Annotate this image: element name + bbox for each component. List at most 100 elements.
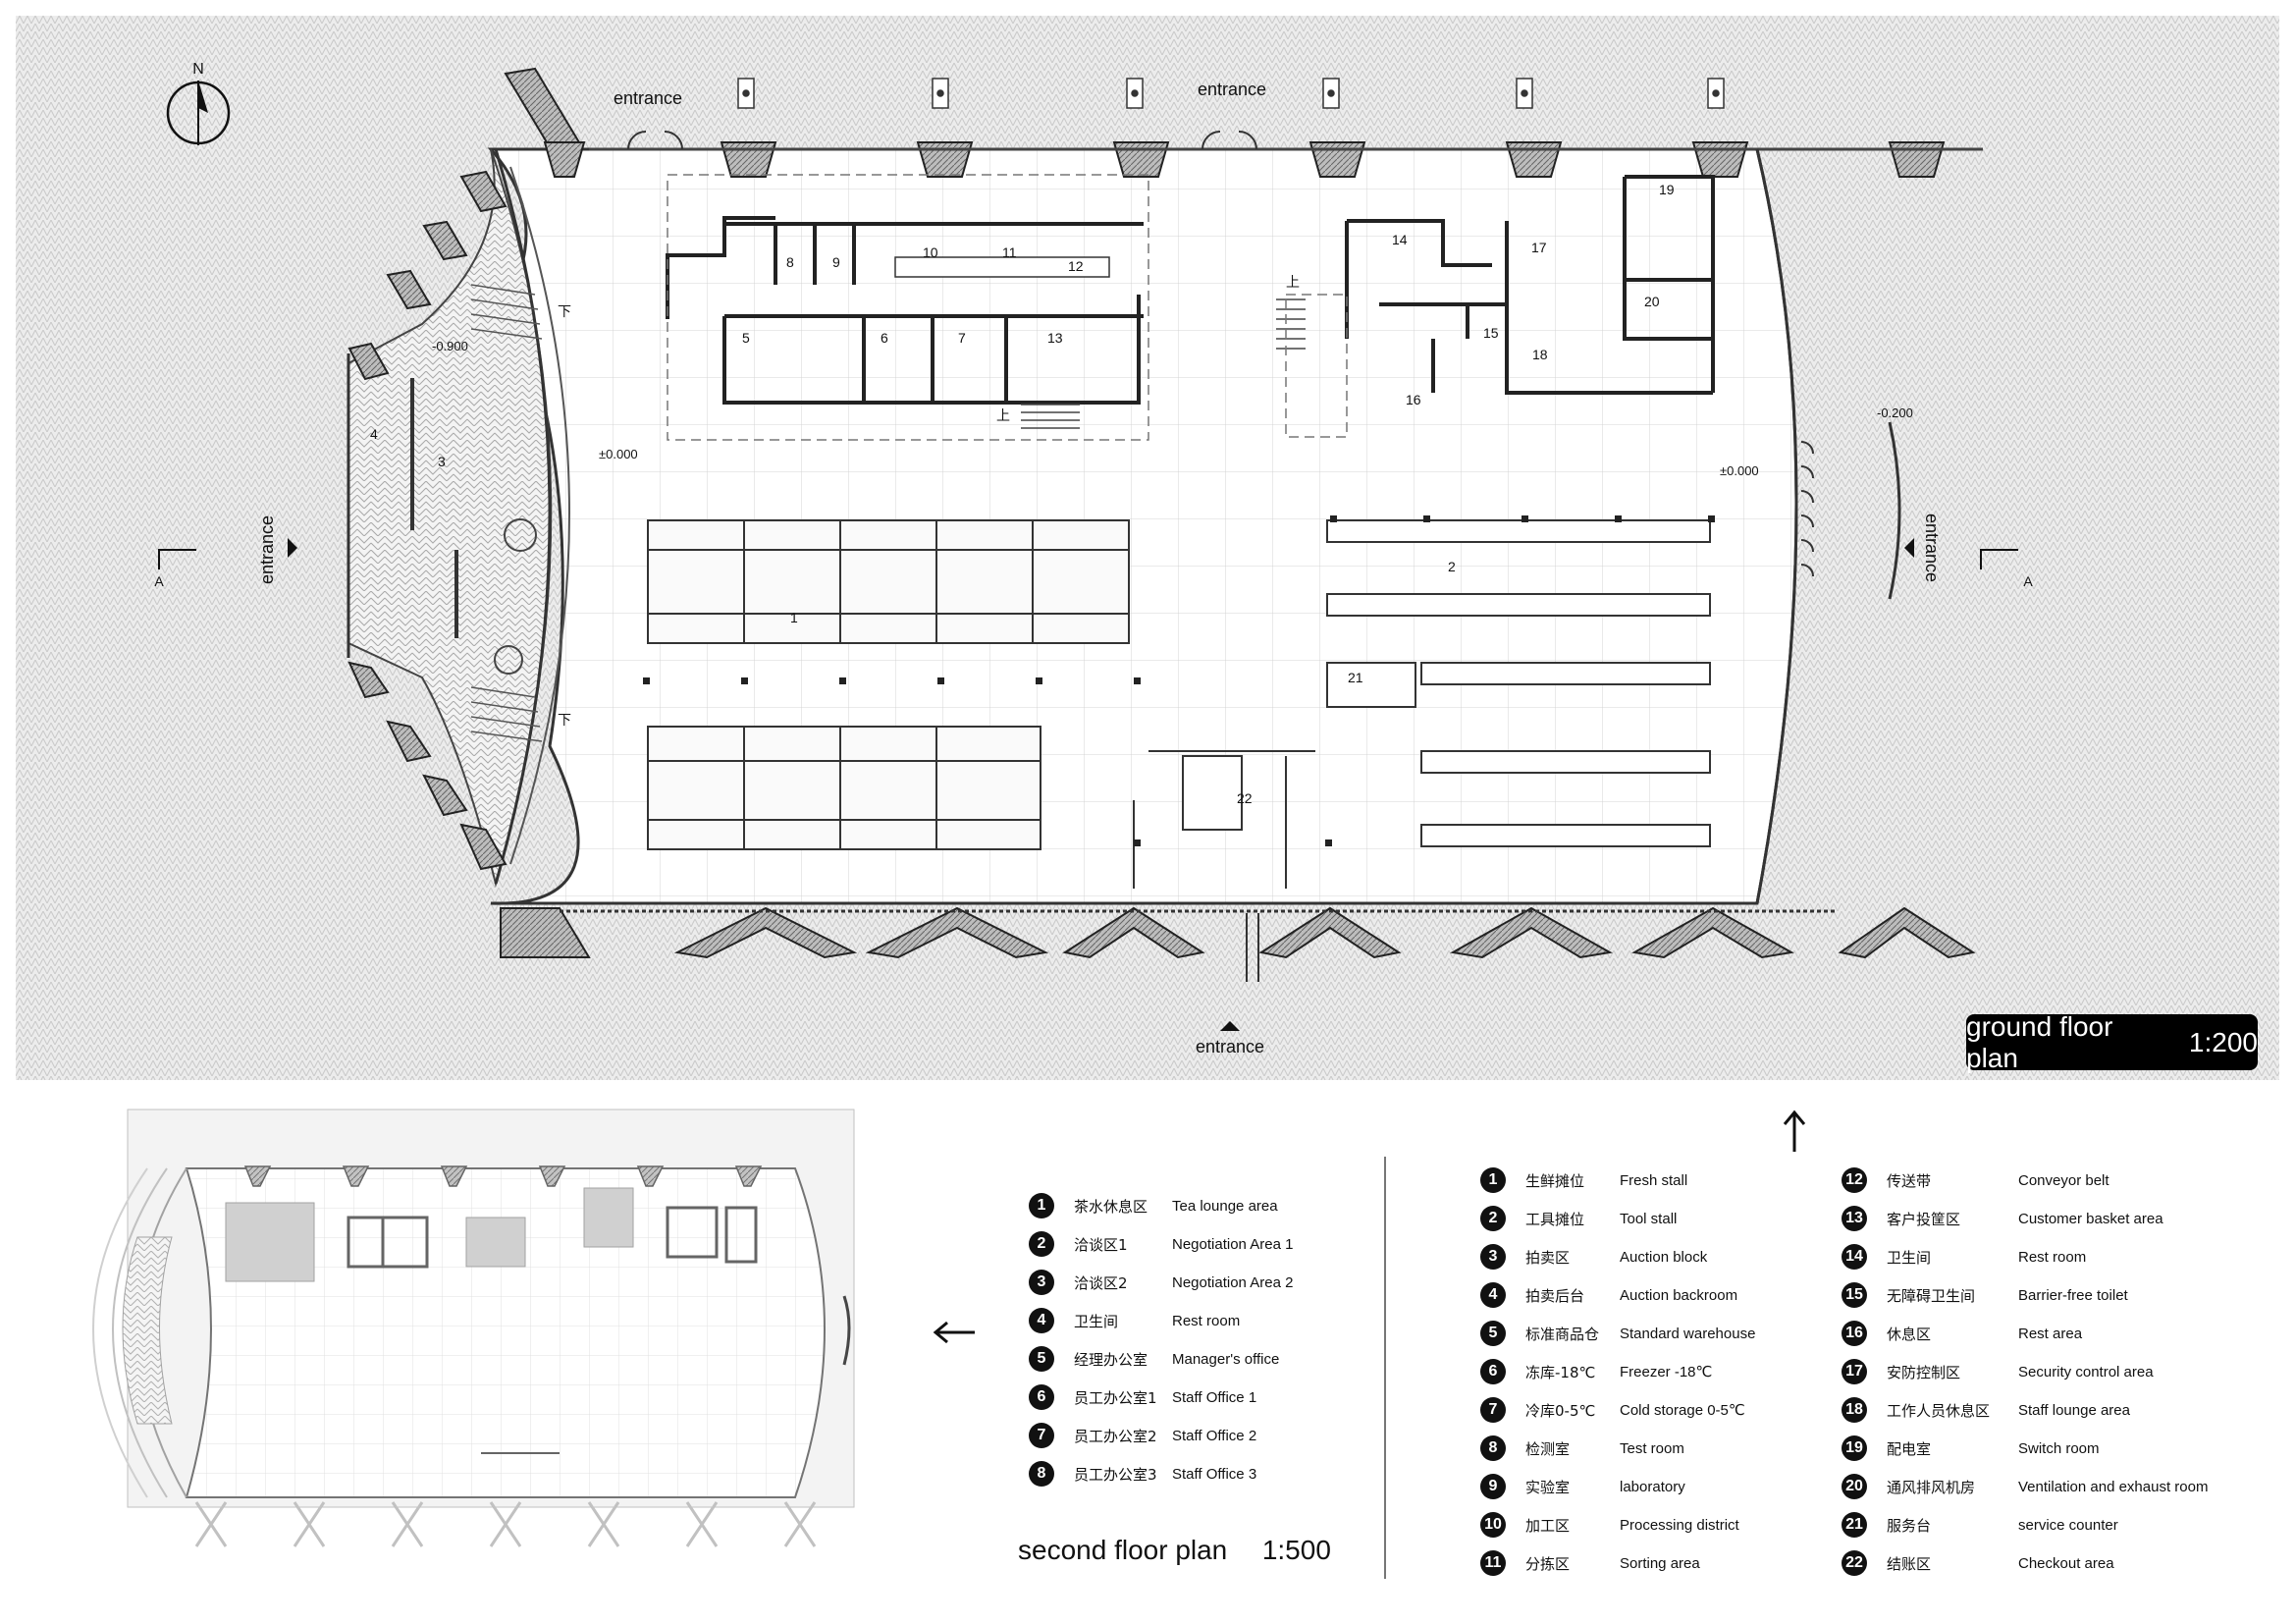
- room-number: 21: [1348, 670, 1363, 685]
- room-number: 12: [1068, 258, 1084, 274]
- legend-label-zh: 通风排风机房: [1887, 1478, 1976, 1496]
- level-mark-3: ±0.000: [1720, 463, 1759, 478]
- legend-label-zh: 实验室: [1525, 1478, 1571, 1496]
- legend-label-zh: 拍卖后台: [1525, 1286, 1585, 1305]
- legend-label-en: service counter: [2018, 1516, 2118, 1534]
- north-label: N: [192, 61, 204, 78]
- legend-number: 4: [1029, 1308, 1054, 1333]
- legend-number: 5: [1480, 1321, 1506, 1346]
- room-number: 3: [438, 454, 446, 469]
- legend-label-en: Standard warehouse: [1620, 1325, 1756, 1342]
- legend-label-en: Freezer -18℃: [1620, 1364, 1713, 1380]
- north-doors: [627, 131, 1257, 150]
- legend-label-en: Auction backroom: [1620, 1286, 1738, 1304]
- level-mark-2: ±0.000: [599, 447, 638, 461]
- room-number: 14: [1392, 232, 1408, 247]
- stairs-up-label-west: 上: [996, 407, 1010, 423]
- legend-item: 20 通风排风机房 Ventilation and exhaust room: [1842, 1472, 2208, 1501]
- ground-floor-title-badge: ground floor plan 1:200: [1966, 1011, 2258, 1073]
- legend-label-zh: 员工办公室2: [1074, 1427, 1157, 1445]
- legend-number: 6: [1480, 1359, 1506, 1384]
- legend-number: 10: [1480, 1512, 1506, 1538]
- dashed-outline: [667, 174, 1149, 441]
- legend-item: 6 冻库-18℃ Freezer -18℃: [1480, 1357, 1712, 1386]
- legend-label-en: Rest area: [2018, 1325, 2083, 1342]
- legend-number: 22: [1842, 1550, 1867, 1576]
- room-number: 17: [1531, 240, 1547, 255]
- legend-label-en: Tea lounge area: [1172, 1197, 1278, 1215]
- legend-label-zh: 洽谈区1: [1074, 1235, 1128, 1254]
- legend-number: 9: [1480, 1474, 1506, 1499]
- legend-label-zh: 工作人员休息区: [1887, 1401, 1991, 1420]
- legend-label-en: Rest room: [2018, 1248, 2087, 1266]
- legend-number: 7: [1480, 1397, 1506, 1423]
- legend-number: 20: [1842, 1474, 1867, 1499]
- entrance-arrow-west: [288, 538, 297, 558]
- entrance-label-south: entrance: [1196, 1037, 1264, 1056]
- legend-label-en: Ventilation and exhaust room: [2018, 1478, 2209, 1495]
- room-number: 8: [786, 254, 794, 270]
- entrance-label-west: entrance: [257, 515, 277, 584]
- legend-label-en: Auction block: [1620, 1248, 1708, 1266]
- room-number: 11: [1002, 244, 1017, 260]
- legend-number: 3: [1029, 1270, 1054, 1295]
- legend-label-zh: 工具摊位: [1525, 1210, 1585, 1228]
- legend-label-zh: 服务台: [1887, 1516, 1932, 1535]
- legend-number: 3: [1480, 1244, 1506, 1270]
- conveyor-belt: [894, 256, 1110, 278]
- north-east-service-block: [1345, 175, 1715, 395]
- room-number: 7: [958, 330, 966, 346]
- north-lamp-posts: [737, 78, 1725, 109]
- legend-label-zh: 传送带: [1887, 1171, 1932, 1190]
- room-number: 10: [923, 244, 938, 260]
- legend-number: 6: [1029, 1384, 1054, 1410]
- legend-label-zh: 配电室: [1887, 1439, 1932, 1458]
- legend-label-en: Cold storage 0-5℃: [1620, 1402, 1745, 1419]
- room-number: 4: [370, 426, 378, 442]
- ground-floor-scale: 1:200: [2188, 1026, 2258, 1057]
- legend-label-zh: 冷库0-5℃: [1525, 1401, 1596, 1420]
- legend-label-en: Staff Office 2: [1172, 1427, 1257, 1444]
- legend-label-en: Fresh stall: [1620, 1171, 1688, 1189]
- legend-label-zh: 安防控制区: [1887, 1363, 1961, 1381]
- room-number: 20: [1644, 294, 1660, 309]
- legend-label-en: Rest room: [1172, 1312, 1241, 1329]
- legend-number: 11: [1480, 1550, 1506, 1576]
- legend-label-zh: 生鲜摊位: [1525, 1171, 1585, 1190]
- legend-label-zh: 冻库-18℃: [1525, 1363, 1596, 1381]
- legend-label-en: Test room: [1620, 1439, 1684, 1457]
- legend-label-en: Negotiation Area 2: [1172, 1273, 1294, 1291]
- fresh-stalls-lower: [647, 726, 1041, 850]
- legend-number: 5: [1029, 1346, 1054, 1372]
- legend-label-en: Staff lounge area: [2018, 1401, 2130, 1419]
- entrance-label-north-east: entrance: [1198, 80, 1266, 99]
- legend-number: 14: [1842, 1244, 1867, 1270]
- legend-label-en: Processing district: [1620, 1516, 1739, 1534]
- room-numbers: 1 2 3 4 5 6 7 8 9 10 11 12 13 14 15 16 1…: [370, 182, 1675, 806]
- second-floor-title: second floor plan: [1018, 1535, 1228, 1565]
- checkout-counter: [1133, 750, 1315, 889]
- legend-label-en: Conveyor belt: [2018, 1171, 2109, 1189]
- legend-number: 16: [1842, 1321, 1867, 1346]
- second-floor-title-block: second floor plan 1:500: [1018, 1535, 1331, 1566]
- legend-label-en: Negotiation Area 1: [1172, 1235, 1294, 1253]
- stairs-down-label-south: 下: [558, 712, 571, 728]
- legend-number: 13: [1842, 1206, 1867, 1231]
- room-number: 5: [742, 330, 750, 346]
- legend-label-en: Customer basket area: [2018, 1210, 2163, 1227]
- legend-label-en: Barrier-free toilet: [2018, 1286, 2128, 1304]
